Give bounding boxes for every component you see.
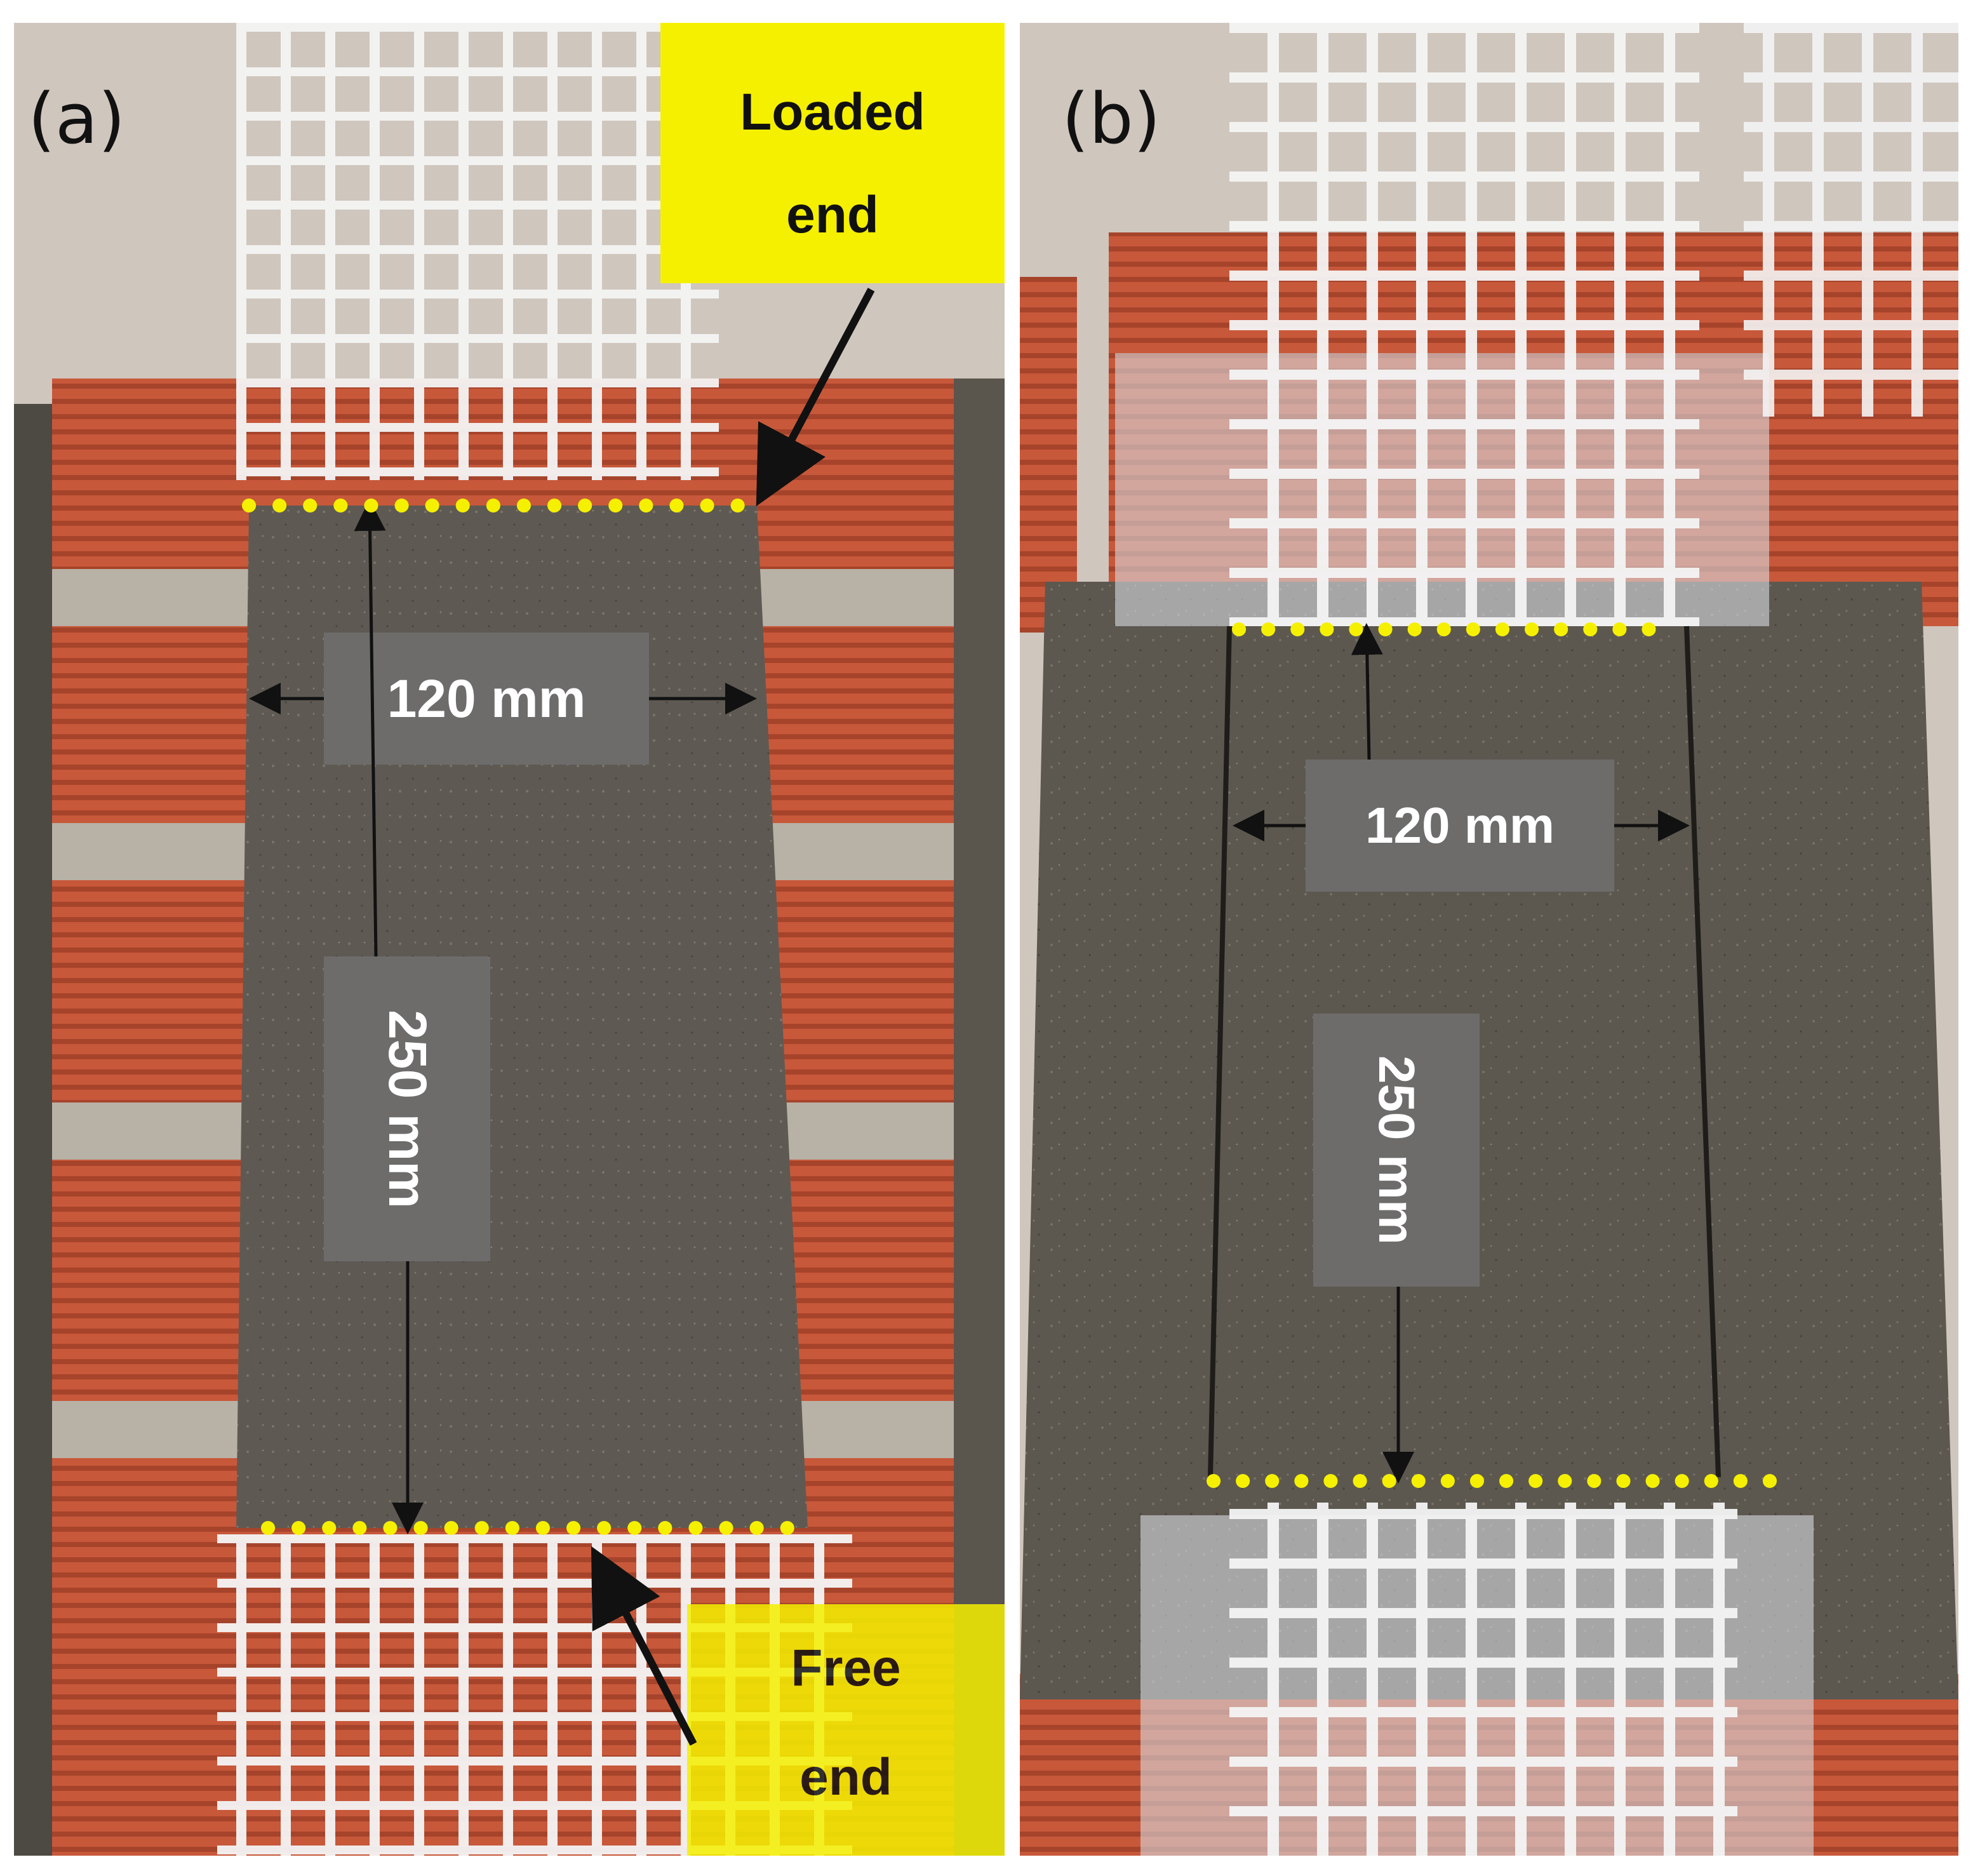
mortar-matrix <box>1020 582 1958 1699</box>
width-dimension-label-b: 120 mm <box>1306 760 1614 892</box>
free-end-callout: Free end <box>687 1604 1005 1856</box>
width-dimension-label-a: 120 mm <box>324 633 649 765</box>
photo-panel-a: (a) Loaded end Free end 120 mm 250 mm <box>14 23 1005 1856</box>
textile-mesh-side <box>1744 23 1958 417</box>
length-dimension-label-b: 250 mm <box>1313 1014 1480 1287</box>
textile-mesh-bottom <box>1229 1503 1737 1856</box>
free-end-line1: Free <box>791 1639 901 1697</box>
panel-label-a: (a) <box>28 78 126 159</box>
specimen-photo-a <box>14 23 1005 1856</box>
specimen-photo-b <box>1020 23 1958 1856</box>
length-dimension-label-a: 250 mm <box>324 956 490 1261</box>
photo-panel-b: (b) 120 mm 250 mm <box>1020 23 1958 1856</box>
textile-mesh-top <box>236 23 719 480</box>
loaded-end-line1: Loaded <box>740 83 925 141</box>
free-end-line2: end <box>799 1748 892 1806</box>
loaded-end-line2: end <box>786 186 879 244</box>
loaded-end-callout: Loaded end <box>660 23 1005 283</box>
length-dimension-text-a: 250 mm <box>377 1009 438 1209</box>
groove-right <box>1684 626 1721 1478</box>
length-dimension-text-b: 250 mm <box>1368 1055 1425 1245</box>
brick-left <box>1020 277 1077 633</box>
groove-left <box>1208 626 1232 1478</box>
textile-mesh-top <box>1229 23 1699 626</box>
panel-label-b: (b) <box>1062 78 1161 159</box>
